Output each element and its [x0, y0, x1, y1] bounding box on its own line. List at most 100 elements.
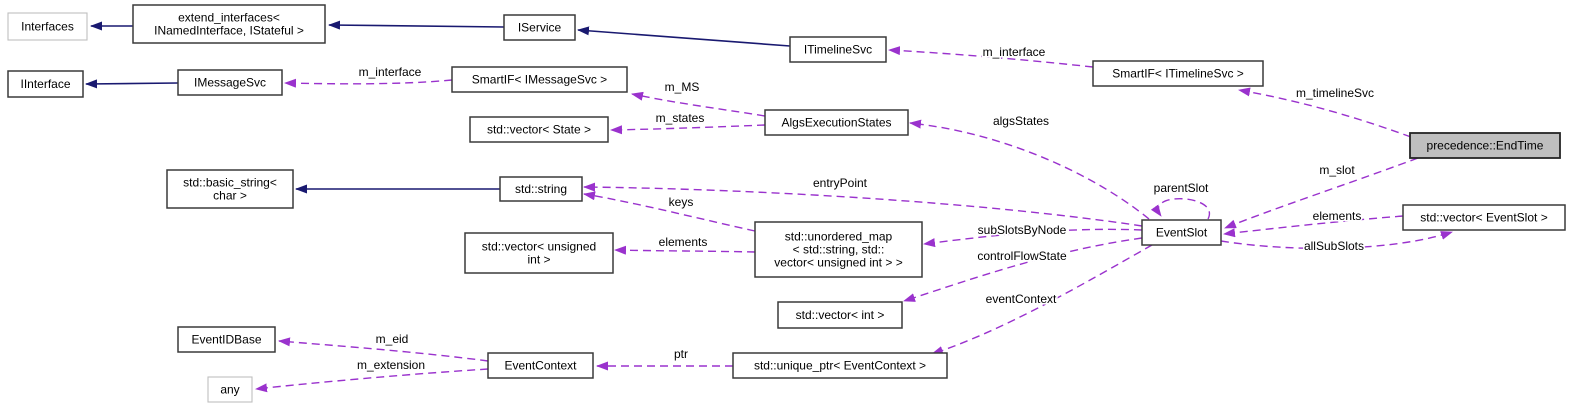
edge-m_interface-imessagesvc	[284, 78, 453, 88]
node-label-unique-ptr-eventcontext: std::unique_ptr< EventContext >	[754, 359, 926, 373]
node-box-std-string[interactable]	[499, 176, 583, 202]
node-vector-eventslot[interactable]: std::vector< EventSlot >	[1402, 204, 1566, 231]
node-iservice[interactable]: IService	[503, 14, 576, 41]
node-box-itimelinesvc[interactable]	[789, 36, 887, 63]
node-basic-string[interactable]: std::basic_string<char >	[166, 169, 294, 209]
node-iinterface[interactable]: IInterface	[7, 70, 84, 98]
edge-label-algsStates: algsStates	[993, 114, 1049, 128]
node-box-iinterface[interactable]	[7, 70, 84, 98]
node-label-interfaces: Interfaces	[21, 20, 74, 34]
edge-label-elements-eventslot: elements	[1313, 209, 1362, 223]
node-label-algsexecutionstates: AlgsExecutionStates	[781, 116, 891, 130]
edge-label-controlFlowState: controlFlowState	[977, 249, 1067, 263]
edge-label-ptr: ptr	[674, 347, 688, 361]
node-extend-interfaces[interactable]: extend_interfaces<INamedInterface, IStat…	[132, 4, 326, 44]
edge-m_extension	[255, 368, 489, 393]
edge-inherit-iservice-to-extend-interfaces	[328, 20, 505, 30]
edge-m_eid	[278, 337, 489, 362]
edge-label-elements-vector-uint: elements	[659, 235, 708, 249]
edge-label-parentSlot: parentSlot	[1154, 181, 1209, 195]
node-box-vector-int[interactable]	[777, 301, 903, 329]
node-box-precedence-endtime[interactable]	[1409, 132, 1561, 159]
node-box-eventcontext[interactable]	[487, 352, 594, 379]
node-box-imessagesvc[interactable]	[177, 69, 283, 96]
edge-label-entryPoint: entryPoint	[813, 176, 868, 190]
node-eventidbase[interactable]: EventIDBase	[177, 326, 276, 353]
node-vector-int[interactable]: std::vector< int >	[777, 301, 903, 329]
node-box-basic-string[interactable]	[166, 169, 294, 209]
node-label-vector-int: std::vector< int >	[796, 308, 885, 322]
node-imessagesvc[interactable]: IMessageSvc	[177, 69, 283, 96]
node-precedence-endtime[interactable]: precedence::EndTime	[1409, 132, 1561, 159]
edge-label-m_extension: m_extension	[357, 358, 425, 372]
node-algsexecutionstates[interactable]: AlgsExecutionStates	[764, 109, 909, 136]
edge-m_slot	[1224, 157, 1419, 229]
node-box-any[interactable]	[207, 376, 253, 403]
nodes-layer: Interfaces extend_interfaces<INamedInterf…	[7, 4, 1566, 403]
node-label-eventslot: EventSlot	[1156, 226, 1208, 240]
edge-elements-eventslot	[1223, 215, 1404, 238]
node-smartif-imessagesvc[interactable]: SmartIF< IMessageSvc >	[451, 66, 628, 93]
node-label-eventidbase: EventIDBase	[191, 333, 261, 347]
node-box-iservice[interactable]	[503, 14, 576, 41]
node-box-smartif-imessagesvc[interactable]	[451, 66, 628, 93]
node-vector-state[interactable]: std::vector< State >	[469, 116, 609, 143]
edge-label-m_interface-imessagesvc: m_interface	[359, 65, 422, 79]
node-box-unique-ptr-eventcontext[interactable]	[732, 352, 948, 379]
node-box-vector-eventslot[interactable]	[1402, 204, 1566, 231]
node-itimelinesvc[interactable]: ITimelineSvc	[789, 36, 887, 63]
node-label-vector-state: std::vector< State >	[487, 123, 591, 137]
node-label-unordered-map: std::unordered_map< std::string, std::ve…	[774, 230, 902, 270]
node-label-vector-eventslot: std::vector< EventSlot >	[1420, 211, 1547, 225]
node-std-string[interactable]: std::string	[499, 176, 583, 202]
node-label-smartif-itimelinesvc: SmartIF< ITimelineSvc >	[1112, 67, 1244, 81]
edge-label-m_states: m_states	[656, 111, 705, 125]
node-label-smartif-imessagesvc: SmartIF< IMessageSvc >	[472, 73, 607, 87]
edge-subSlotsByNode	[923, 228, 1143, 248]
node-box-unordered-map[interactable]	[754, 221, 923, 278]
node-box-algsexecutionstates[interactable]	[764, 109, 909, 136]
node-unique-ptr-eventcontext[interactable]: std::unique_ptr< EventContext >	[732, 352, 948, 379]
edge-m_interface-itimelinesvc	[888, 46, 1094, 68]
node-label-eventcontext: EventContext	[504, 359, 577, 373]
edge-allSubSlots	[1220, 231, 1453, 250]
edge-eventContext	[931, 244, 1153, 355]
node-box-eventslot[interactable]	[1141, 219, 1222, 246]
node-any[interactable]: any	[207, 376, 253, 403]
edge-elements-vector-uint	[614, 245, 756, 255]
node-label-std-string: std::string	[515, 182, 567, 196]
edge-algsStates	[909, 119, 1150, 220]
edge-labels-layer: m_interfacem_MSm_statesm_interfacem_time…	[355, 44, 1375, 374]
edge-label-m_timelineSvc: m_timelineSvc	[1296, 86, 1374, 100]
node-eventslot[interactable]: EventSlot	[1141, 219, 1222, 246]
edge-label-allSubSlots: allSubSlots	[1304, 239, 1364, 253]
edge-m_states	[610, 124, 766, 135]
edge-parentSlot	[1150, 198, 1211, 220]
node-label-extend-interfaces: extend_interfaces<INamedInterface, IStat…	[154, 11, 304, 38]
edge-label-m_MS: m_MS	[665, 80, 700, 94]
edge-label-m_eid: m_eid	[376, 332, 409, 346]
node-eventcontext[interactable]: EventContext	[487, 352, 594, 379]
node-smartif-itimelinesvc[interactable]: SmartIF< ITimelineSvc >	[1092, 60, 1264, 87]
edge-m_timelineSvc	[1238, 87, 1412, 138]
node-box-interfaces[interactable]	[7, 12, 88, 41]
edge-m_MS	[631, 91, 766, 117]
edge-label-subSlotsByNode: subSlotsByNode	[978, 223, 1067, 237]
node-label-iservice: IService	[518, 21, 562, 35]
node-label-any: any	[220, 383, 239, 397]
node-box-vector-state[interactable]	[469, 116, 609, 143]
node-box-extend-interfaces[interactable]	[132, 4, 326, 44]
edge-inherit-itimelinesvc-to-iservice	[577, 26, 791, 47]
node-label-imessagesvc: IMessageSvc	[194, 76, 266, 90]
node-box-eventidbase[interactable]	[177, 326, 276, 353]
node-unordered-map[interactable]: std::unordered_map< std::string, std::ve…	[754, 221, 923, 278]
node-label-iinterface: IInterface	[20, 77, 70, 91]
edge-entryPoint	[583, 182, 1143, 227]
node-box-smartif-itimelinesvc[interactable]	[1092, 60, 1264, 87]
node-box-vector-unsigned-int[interactable]	[464, 232, 614, 274]
node-interfaces[interactable]: Interfaces	[7, 12, 88, 41]
edge-label-eventContext: eventContext	[986, 292, 1057, 306]
